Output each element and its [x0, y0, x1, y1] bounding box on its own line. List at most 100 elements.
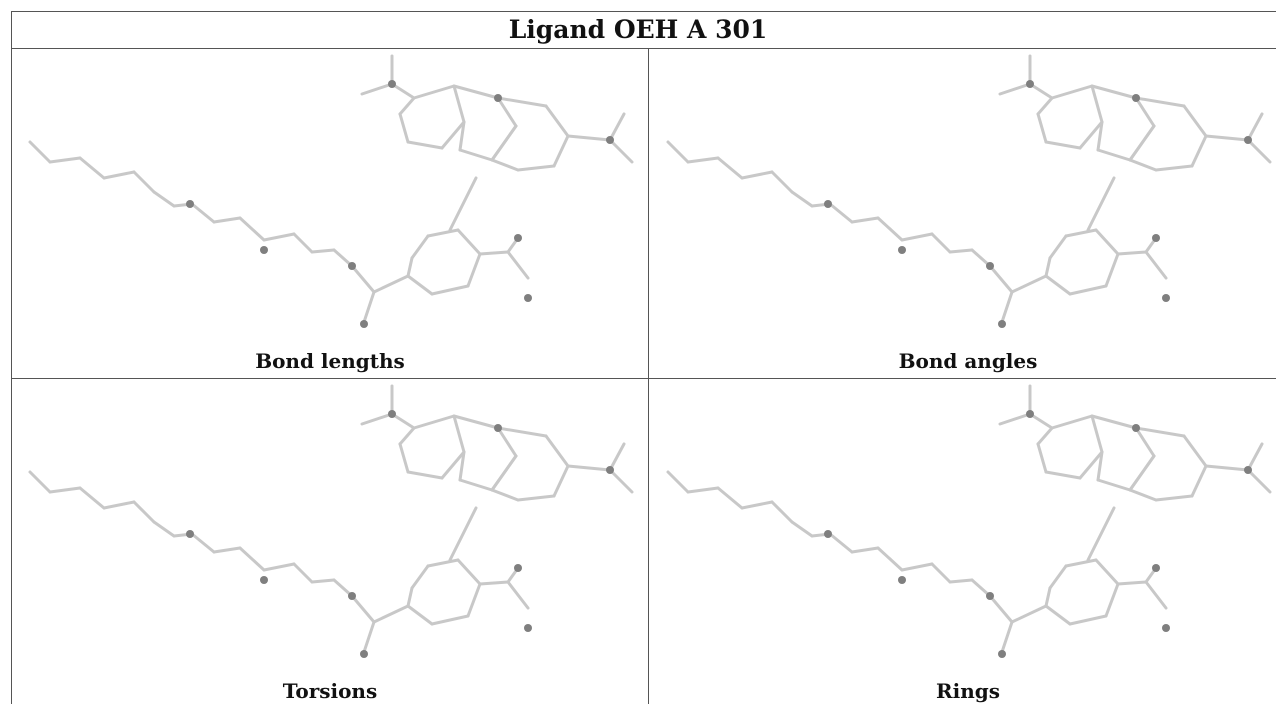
bond-line — [770, 500, 794, 524]
atom-marker — [514, 564, 522, 572]
bond-line — [262, 232, 296, 242]
bond-line — [496, 96, 518, 128]
bond-line — [310, 578, 336, 584]
bond-line — [850, 216, 880, 224]
atom-marker — [388, 410, 396, 418]
bond-line — [28, 470, 52, 494]
bond-line — [1246, 112, 1264, 142]
bond-line — [1090, 84, 1104, 124]
bond-line — [608, 112, 626, 142]
bond-line — [458, 120, 466, 152]
bond-line — [930, 562, 952, 584]
bond-line — [398, 426, 416, 446]
bond-line — [496, 426, 548, 438]
bond-line — [452, 414, 500, 430]
bond-line — [190, 202, 216, 224]
atom-marker — [260, 246, 268, 254]
bond-line — [398, 112, 410, 144]
bond-line — [608, 468, 634, 494]
bond-line — [988, 594, 1014, 624]
bond-line — [48, 156, 82, 164]
bond-line — [1154, 494, 1194, 502]
bond-line — [828, 532, 854, 554]
bond-line — [212, 546, 242, 554]
bond-line — [398, 96, 416, 116]
bond-line — [1044, 586, 1052, 608]
bond-line — [1064, 558, 1098, 568]
atom-marker — [186, 530, 194, 538]
atom-marker — [494, 94, 502, 102]
atom-marker — [1162, 294, 1170, 302]
bond-line — [1078, 120, 1104, 150]
bond-line — [410, 234, 430, 260]
bond-line — [406, 586, 414, 608]
bond-line — [190, 532, 216, 554]
bond-line — [212, 216, 242, 224]
bond-line — [310, 248, 336, 254]
bond-line — [948, 578, 974, 584]
bond-line — [292, 232, 314, 254]
bond-line — [1134, 96, 1186, 108]
bond-line — [1090, 414, 1104, 454]
bond-line — [332, 248, 354, 268]
bond-line — [1096, 450, 1104, 482]
bond-line — [362, 290, 376, 324]
bond-line — [552, 464, 570, 498]
bond-line — [1246, 138, 1272, 164]
bond-line — [1044, 274, 1072, 296]
bond-line — [552, 134, 570, 168]
molecule-depiction-bond-lengths — [28, 54, 634, 328]
atom-marker — [898, 576, 906, 584]
atom-marker — [360, 650, 368, 658]
bond-line — [398, 442, 410, 474]
bond-line — [790, 520, 814, 538]
bond-line — [452, 414, 466, 454]
bond-line — [686, 156, 720, 164]
bond-line — [1246, 442, 1264, 472]
bond-line — [238, 216, 266, 242]
bond-line — [1044, 140, 1082, 150]
bond-line — [1134, 426, 1156, 458]
bond-line — [1246, 468, 1272, 494]
bond-line — [1144, 580, 1168, 610]
bond-line — [1086, 176, 1116, 232]
bond-line — [332, 578, 354, 598]
bond-line — [790, 190, 814, 208]
bond-line — [78, 486, 106, 510]
bond-line — [1048, 234, 1068, 260]
bond-line — [28, 140, 52, 164]
bond-line — [362, 620, 376, 654]
panel-rings: Rings — [650, 380, 1276, 706]
column-divider — [648, 48, 649, 704]
bond-line — [850, 546, 880, 554]
bond-line — [102, 170, 136, 180]
bond-line — [458, 450, 466, 482]
panel-bond-angles: Bond angles — [650, 50, 1276, 376]
bond-line — [48, 486, 82, 494]
bond-line — [496, 426, 518, 458]
panel-caption: Bond angles — [898, 349, 1038, 373]
bond-line — [412, 84, 456, 100]
bond-line — [372, 274, 410, 294]
bond-line — [350, 264, 376, 294]
atom-marker — [360, 320, 368, 328]
bond-line — [1134, 96, 1156, 128]
bond-line — [516, 164, 556, 172]
bond-line — [132, 170, 156, 194]
atom-marker — [824, 530, 832, 538]
bond-line — [132, 500, 156, 524]
bond-line — [1182, 434, 1208, 468]
bond-line — [1048, 564, 1068, 590]
panel-torsions: Torsions — [12, 380, 648, 706]
bond-line — [452, 84, 466, 124]
bond-line — [1104, 252, 1120, 288]
molecule-depiction-bond-angles — [666, 54, 1272, 328]
bond-line — [1068, 614, 1108, 626]
bond-line — [1090, 84, 1138, 100]
bond-line — [686, 486, 720, 494]
bond-line — [152, 190, 176, 208]
bond-line — [1094, 558, 1120, 586]
bond-line — [412, 414, 456, 430]
panel-caption: Torsions — [282, 679, 378, 703]
